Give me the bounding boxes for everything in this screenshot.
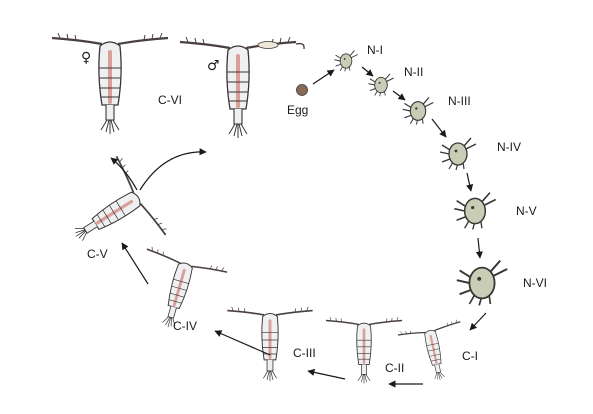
cycle-arrows [110,66,487,388]
nauplius-n4 [439,137,477,171]
nauplius-n1 [333,50,359,72]
arrow-egg-to-n1 [312,69,335,85]
stage-label-n6: N-VI [523,276,547,290]
nauplius-n6 [455,259,509,307]
stage-label-c4: C-IV [173,319,197,333]
arrow-n5-to-n6 [475,237,483,259]
arrow-n4-to-n5 [466,172,474,192]
arrow-c5-to-c6-male [139,148,207,191]
stage-label-n4: N-IV [497,140,521,154]
stage-label-c2: C-II [385,361,404,375]
nauplius-n3 [402,96,434,126]
copepodite-c3 [225,305,315,383]
arrow-n6-to-c1 [469,312,487,331]
c6-female-copepod [50,31,170,136]
arrow-c4-to-c5 [121,242,149,285]
arrow-n3-to-n4 [431,118,447,138]
c6-male-copepod [178,35,305,140]
arrow-c2-to-c3 [307,368,346,380]
arrow-n2-to-n3 [392,90,406,101]
stage-label-c6: C-VI [158,93,182,107]
stage-label-egg: Egg [287,103,308,117]
nauplius-n5 [453,191,497,231]
female-symbol: ♀ [81,50,91,66]
nauplius-n2 [367,73,395,97]
stage-label-c1: C-I [462,349,478,363]
stage-label-c5: C-V [87,247,108,261]
male-symbol: ♂ [207,58,220,74]
arrow-c3-to-c4 [214,330,271,356]
copepodite-c5 [49,152,171,278]
stage-label-n1: N-I [367,43,383,57]
stage-label-n5: N-V [516,204,537,218]
egg [296,84,308,96]
arrow-n1-to-n2 [361,66,374,77]
arrow-c5-to-c6-female [110,157,138,191]
stage-label-n2: N-II [404,65,423,79]
stage-label-n3: N-III [448,94,471,108]
copepodite-c1 [396,317,473,388]
stage-label-c3: C-III [293,346,316,360]
